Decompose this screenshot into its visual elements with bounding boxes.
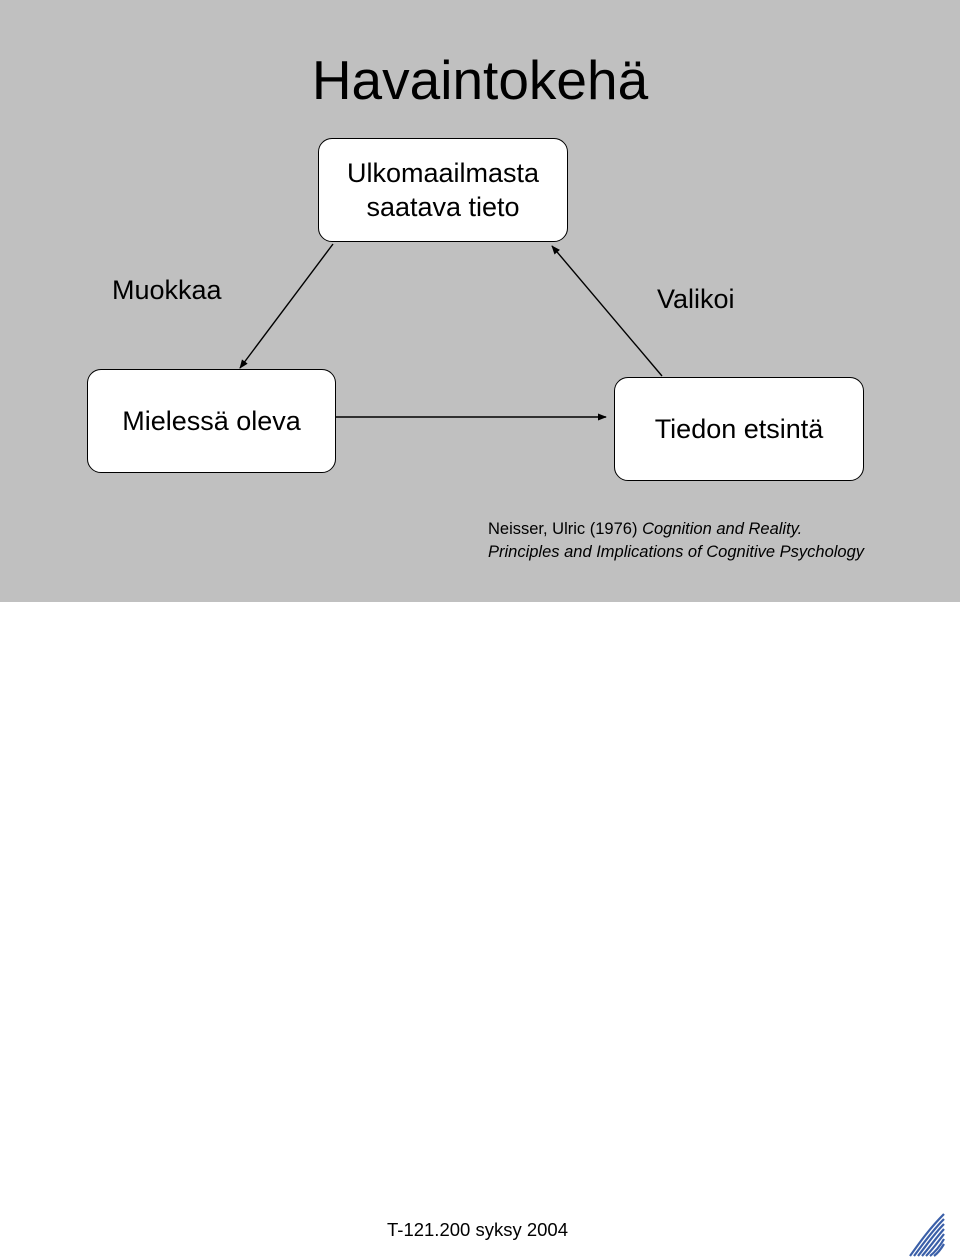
footer: T-121.200 syksy 2004	[0, 602, 960, 1257]
cycle-arrows	[239, 243, 663, 421]
arrow-right-to-top	[551, 245, 663, 377]
edge-label-modifies: Muokkaa	[112, 275, 222, 305]
edge-label-selects: Valikoi	[657, 284, 735, 314]
slide-title: Havaintokehä	[311, 49, 649, 111]
citation-title-line-1: Cognition and Reality.	[642, 520, 803, 538]
citation-title-line-2: Principles and Implications of Cognitive…	[488, 543, 865, 561]
arrow-top-to-left	[239, 243, 334, 369]
node-mental-schema: Mielessä oleva	[87, 369, 336, 473]
node-external-information: Ulkomaailmasta saatava tieto	[318, 138, 568, 242]
node-exploration: Tiedon etsintä	[614, 377, 864, 481]
citation-line-1: Neisser, Ulric (1976) Cognition and Real…	[488, 518, 864, 541]
course-label: T-121.200 syksy 2004	[387, 1219, 568, 1240]
citation: Neisser, Ulric (1976) Cognition and Real…	[488, 518, 864, 564]
university-logo-icon	[909, 1213, 945, 1257]
citation-author: Neisser, Ulric (1976)	[488, 520, 638, 538]
slide-area: Havaintokehä Ulkomaailmasta saatava tiet…	[0, 0, 960, 602]
